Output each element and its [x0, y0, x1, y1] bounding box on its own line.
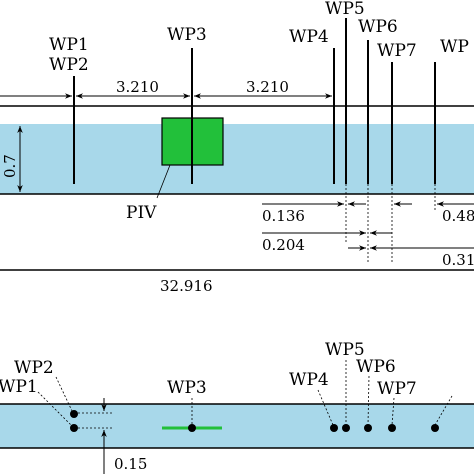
- plan-wp2-marker: [70, 410, 78, 418]
- wp3-label: WP3: [167, 25, 207, 45]
- plan-wp1-marker: [70, 424, 78, 432]
- plan-wp7-label: WP7: [377, 379, 417, 399]
- dim-wp4-wp6-label: 0.204: [262, 236, 305, 254]
- plan-wp5-label: WP5: [325, 340, 365, 360]
- side-view: PIV WP1 WP2 WP3 WP4 WP5 WP6 WP7 WP 3.210…: [0, 0, 474, 295]
- plan-wp6-label: WP6: [356, 357, 396, 377]
- plan-wp5-marker: [342, 424, 350, 432]
- dim-depth-label: 0.7: [1, 154, 19, 178]
- wp1-label: WP1: [49, 35, 89, 55]
- dim-total-length-label: 32.916: [160, 277, 213, 295]
- dim-wp7-wp8-label: 0.48: [442, 207, 474, 225]
- plan-wp2-leader: [55, 376, 74, 414]
- piv-label: PIV: [126, 203, 157, 223]
- plan-wp7-marker: [388, 424, 396, 432]
- dim-wp4-wp5-label: 0.136: [262, 207, 305, 225]
- dim-wp6-wp8-label: 0.31: [442, 251, 474, 269]
- wp5-label: WP5: [325, 0, 365, 19]
- plan-wp3-label: WP3: [167, 378, 207, 398]
- plan-wp3-marker: [188, 424, 196, 432]
- dim-offset-label: 0.15: [114, 455, 147, 473]
- plan-wp1-leader: [37, 391, 74, 428]
- wp2-label: WP2: [49, 55, 89, 75]
- plan-wp8-marker: [431, 424, 439, 432]
- plan-wp1-label: WP1: [0, 377, 38, 397]
- plan-wp6-marker: [364, 424, 372, 432]
- plan-wp8-leader: [434, 395, 453, 426]
- dim-wp1-wp3-label: 3.210: [116, 78, 159, 96]
- wp4-label: WP4: [289, 27, 329, 47]
- plan-wp6-leader: [367, 375, 370, 426]
- wp6-label: WP6: [358, 17, 398, 37]
- wp7-label: WP7: [377, 41, 417, 61]
- side-water-body: [0, 124, 474, 194]
- piv-leader: [156, 164, 171, 199]
- wp8-label: WP: [440, 37, 469, 57]
- plan-wp2-label: WP2: [14, 358, 54, 378]
- dim-wp3-wp4-label: 3.210: [246, 78, 289, 96]
- plan-wp4-label: WP4: [289, 370, 329, 390]
- plan-view: 0.15 WP2 WP1 WP3 WP4 WP5 WP6 WP7: [0, 340, 474, 474]
- plan-wp4-marker: [330, 424, 338, 432]
- plan-wp7-leader: [391, 397, 395, 426]
